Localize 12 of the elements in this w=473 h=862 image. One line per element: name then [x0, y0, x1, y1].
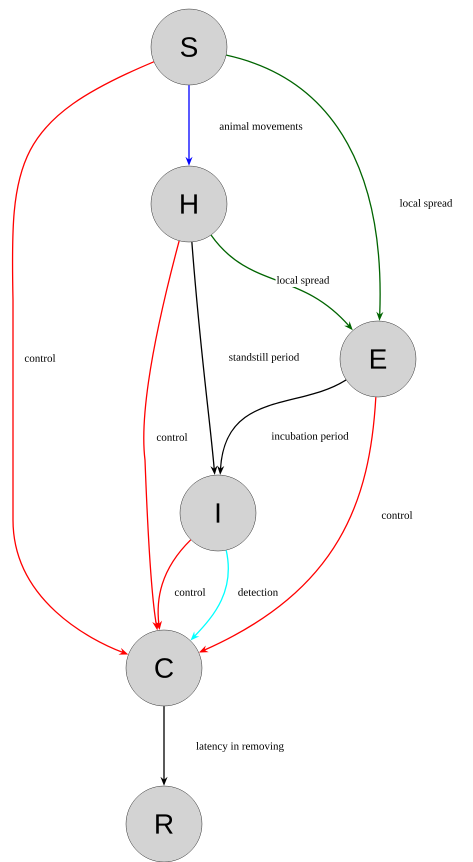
edge-label: local spread — [398, 198, 454, 210]
edge-label: control — [173, 587, 207, 597]
edge-label: standstill period — [228, 352, 300, 364]
edge-label: latency in removing — [195, 741, 285, 753]
edge-label: control — [380, 510, 414, 520]
arrow — [12, 61, 154, 655]
edge-label: incubation period — [270, 431, 350, 443]
edge-label: animal movements — [218, 121, 304, 131]
edge-label: control — [23, 353, 57, 363]
edge-label: local spread — [276, 275, 330, 287]
edge-label: detection — [236, 587, 280, 597]
edge-label: control — [155, 432, 189, 442]
